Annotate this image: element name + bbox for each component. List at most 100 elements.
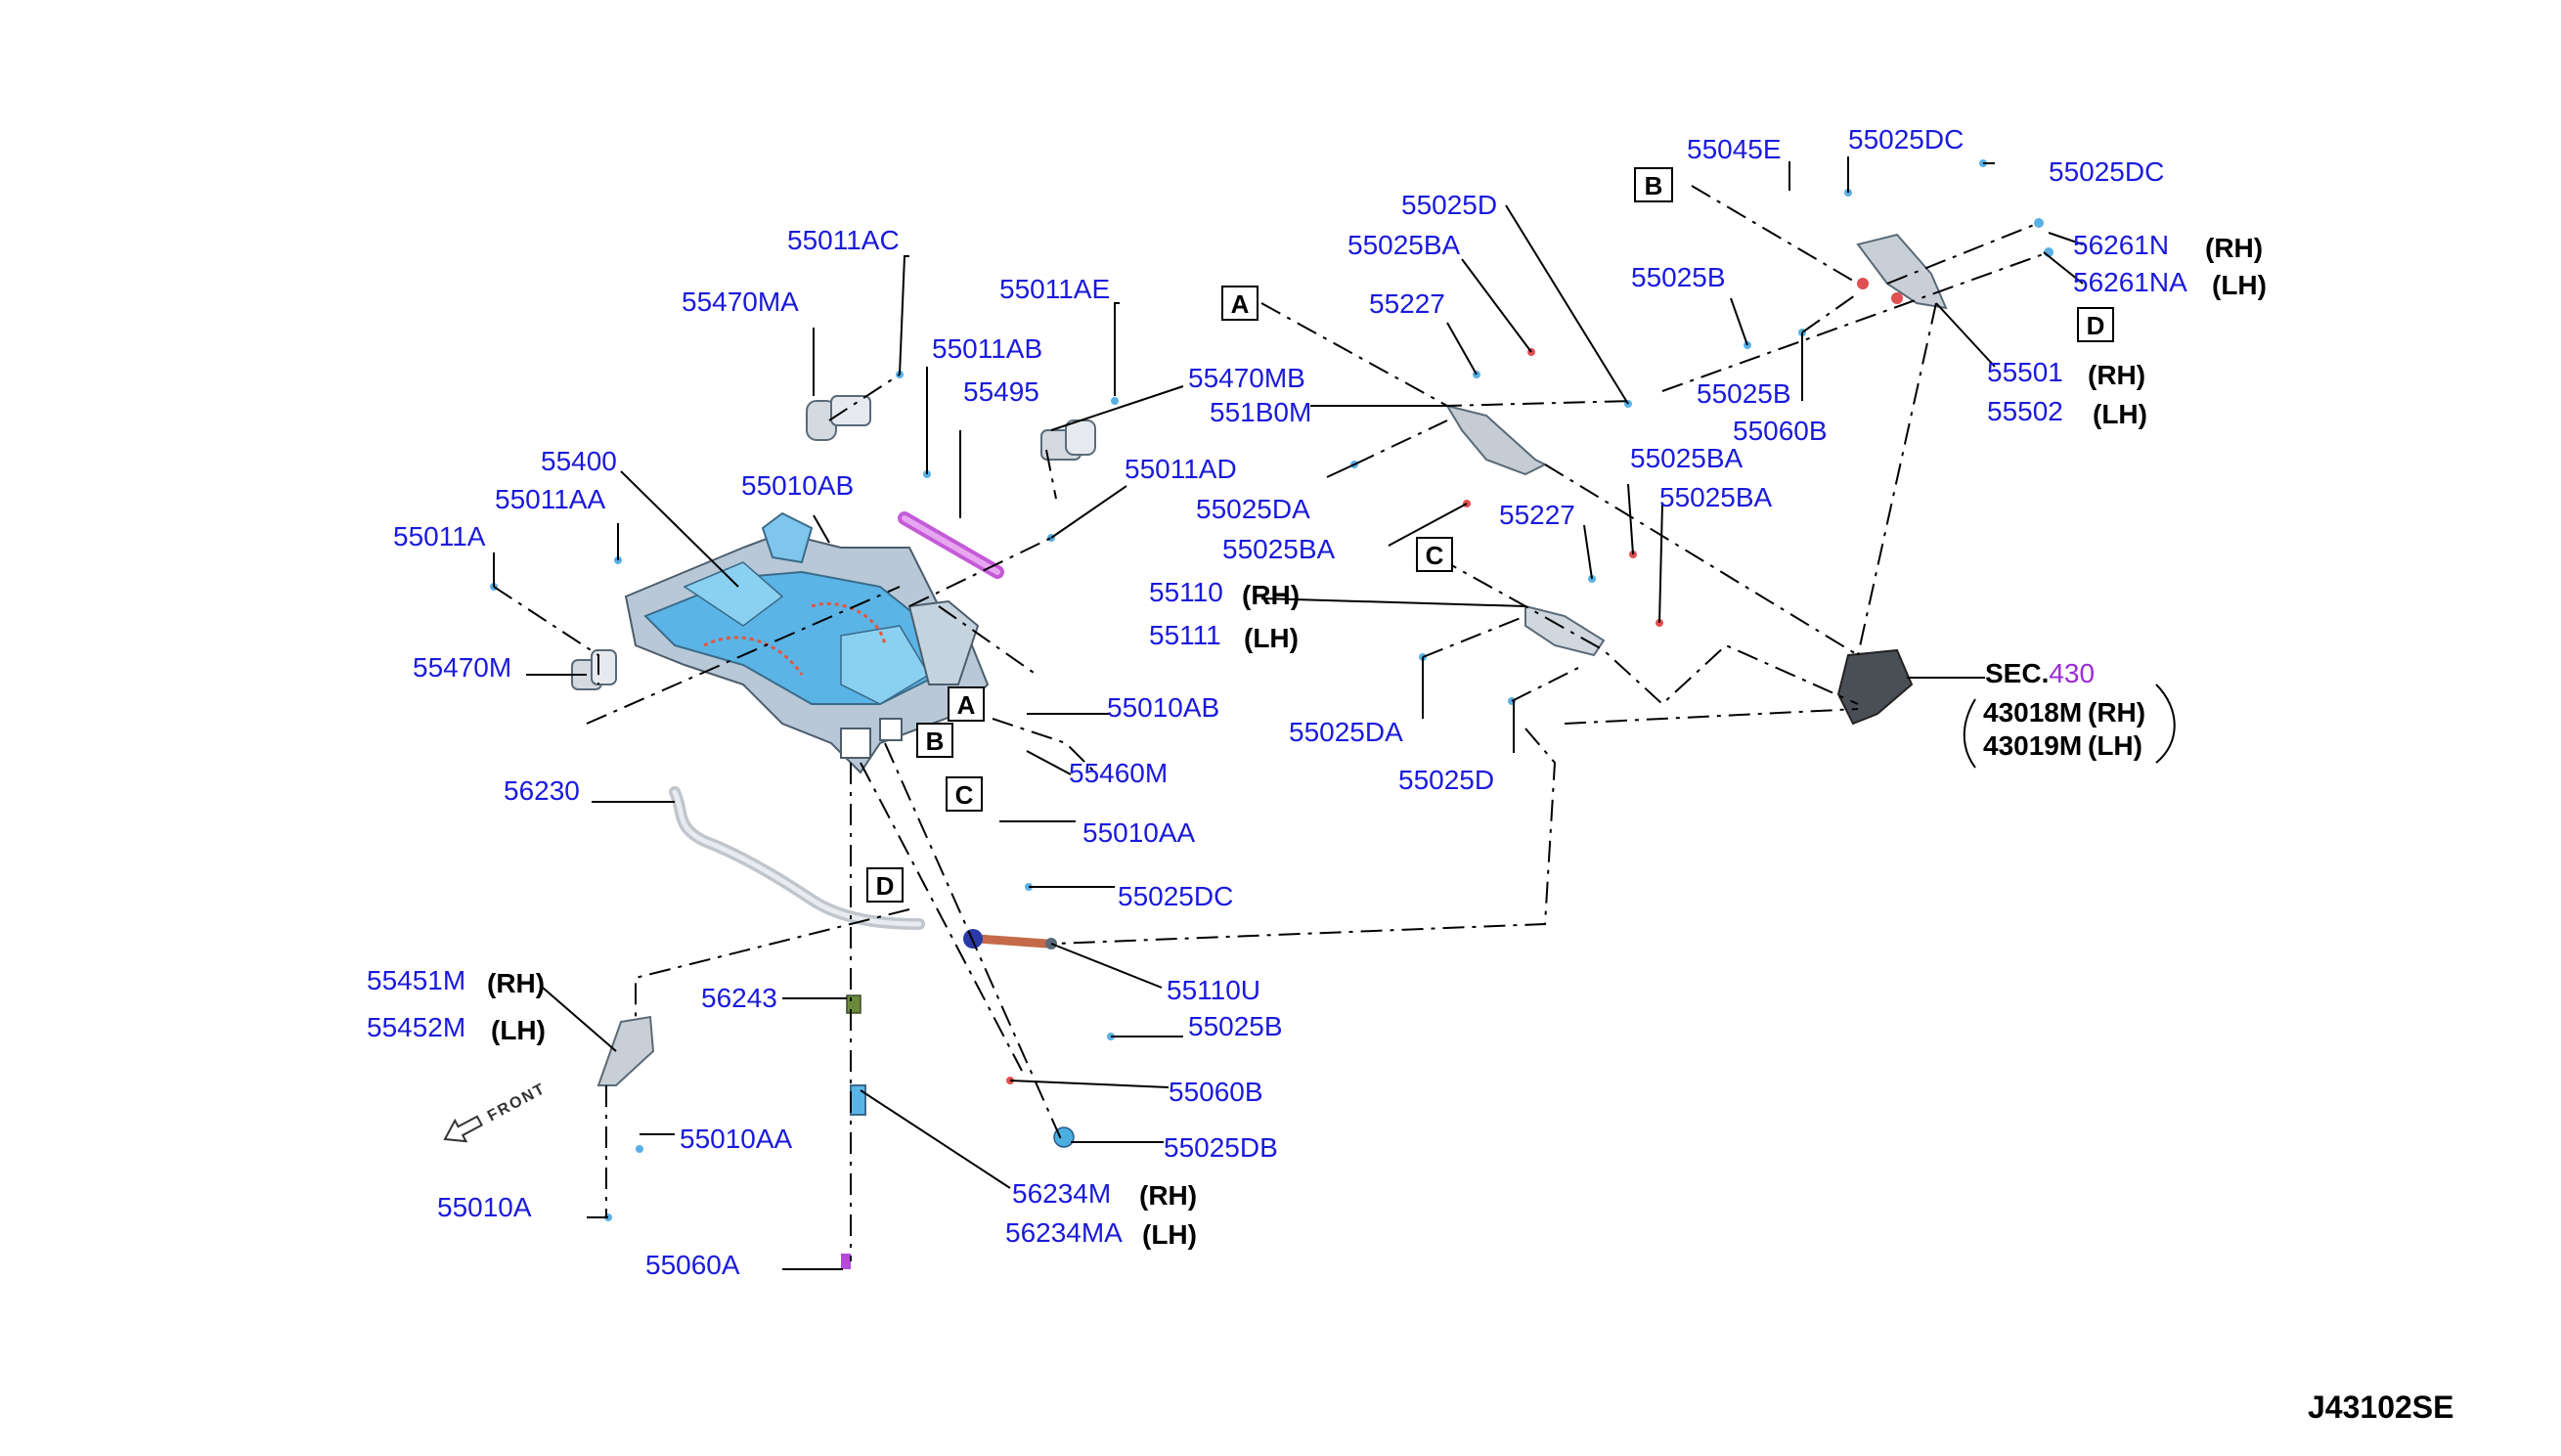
- ref-box-a-mid: A: [948, 686, 985, 722]
- fasteners: [490, 159, 2053, 1221]
- side-55111: (LH): [1244, 623, 1299, 653]
- ref-box-b-top: B: [1634, 167, 1673, 202]
- label-56234m: 56234M: [1012, 1178, 1111, 1209]
- label-55025d-low: 55025D: [1398, 765, 1494, 795]
- label-55011ad: 55011AD: [1125, 454, 1237, 484]
- front-arrow: FRONT: [443, 1081, 549, 1143]
- bolt-55025db: [1053, 1126, 1075, 1148]
- sec-side-43019m: (LH): [2088, 730, 2142, 761]
- front-arrow-icon: [443, 1115, 484, 1143]
- label-55011ae: 55011AE: [999, 274, 1110, 304]
- lower-arm-55110: [1524, 604, 1606, 657]
- label-55011aa: 55011AA: [495, 484, 605, 514]
- label-55111: 55111: [1149, 620, 1221, 650]
- assembly-lines: [493, 185, 2050, 1261]
- svg-text:B: B: [926, 727, 945, 756]
- label-55025dc-tr1: 55025DC: [1848, 124, 1964, 154]
- diagram-code: J43102SE: [2308, 1390, 2453, 1425]
- label-55227-mid: 55227: [1499, 500, 1575, 530]
- label-56234ma: 56234MA: [1005, 1217, 1123, 1248]
- label-55227-top: 55227: [1369, 288, 1445, 319]
- label-55060a: 55060A: [645, 1250, 740, 1280]
- arm-55501: [1856, 233, 1948, 310]
- label-55025dc-mid: 55025DC: [1118, 881, 1233, 911]
- sec-part-43018m: 43018M: [1983, 697, 2082, 728]
- label-55060b-mid: 55060B: [1169, 1077, 1263, 1107]
- label-55502: 55502: [1987, 396, 2063, 426]
- label-55025b-tr: 55025B: [1631, 262, 1726, 292]
- label-55501: 55501: [1987, 357, 2063, 387]
- side-55451m: (RH): [487, 968, 545, 998]
- side-56261n: (RH): [2205, 233, 2263, 263]
- label-55025da-top: 55025DA: [1196, 494, 1310, 524]
- label-55011ab: 55011AB: [932, 333, 1042, 364]
- link-55495: [898, 511, 1004, 579]
- side-55452m: (LH): [491, 1015, 546, 1045]
- ref-box-c-mid: C: [946, 776, 983, 812]
- side-56261na: (LH): [2212, 270, 2267, 300]
- front-label: FRONT: [485, 1081, 549, 1125]
- svg-text:A: A: [957, 690, 976, 720]
- label-55470ma: 55470MA: [682, 287, 799, 317]
- knuckle-sec430: [1836, 648, 1914, 726]
- label-55045e: 55045E: [1687, 134, 1782, 164]
- bracket-55451m: [596, 1015, 655, 1086]
- subframe-illustration: [624, 511, 990, 774]
- label-55025ba-r1: 55025BA: [1630, 443, 1744, 473]
- svg-text:B: B: [1645, 171, 1663, 200]
- bolt-55060a: [841, 1254, 851, 1269]
- bushing-55470m: [571, 649, 617, 690]
- label-55025dc-tr2: 55025DC: [2049, 156, 2164, 187]
- sec-side-43018m: (RH): [2088, 697, 2145, 728]
- label-55451m: 55451M: [367, 965, 465, 995]
- sec-label: SEC.430: [1985, 658, 2095, 688]
- side-55110: (RH): [1242, 580, 1300, 610]
- svg-text:C: C: [1426, 541, 1444, 570]
- ref-box-c-top: C: [1416, 537, 1453, 572]
- label-56261n: 56261N: [2073, 230, 2169, 260]
- bushing-55470mb: [1040, 419, 1096, 461]
- bushing-55470ma: [806, 395, 871, 441]
- label-55011ac: 55011AC: [787, 225, 900, 255]
- label-55025ba-mid: 55025BA: [1222, 534, 1336, 564]
- label-56230: 56230: [504, 775, 580, 806]
- sec-part-43019m: 43019M: [1983, 730, 2082, 761]
- ref-box-a-top: A: [1221, 286, 1258, 321]
- label-55010aa-low: 55010AA: [680, 1124, 793, 1154]
- ref-box-b-mid: B: [916, 723, 953, 758]
- sec-430-callout: SEC.430 43018M (RH) 43019M (LH): [1963, 658, 2176, 769]
- label-55110u: 55110U: [1167, 975, 1260, 1005]
- label-55025da-low: 55025DA: [1289, 717, 1403, 747]
- leader-lines: [493, 156, 2084, 1270]
- side-55502: (LH): [2093, 399, 2147, 429]
- ref-box-d-top: D: [2077, 307, 2114, 342]
- label-55011a: 55011A: [393, 521, 486, 552]
- label-55025b-mid: 55025B: [1188, 1011, 1283, 1041]
- svg-text:D: D: [876, 871, 895, 901]
- label-55110: 55110: [1149, 577, 1223, 607]
- svg-text:A: A: [1231, 289, 1250, 319]
- stabilizer-56230: [669, 786, 925, 930]
- label-55470m: 55470M: [413, 652, 511, 683]
- label-55025db: 55025DB: [1164, 1132, 1278, 1163]
- side-56234ma: (LH): [1142, 1219, 1197, 1250]
- label-55010aa-mid: 55010AA: [1082, 817, 1196, 848]
- label-55495: 55495: [963, 376, 1039, 407]
- label-55010ab-mid: 55010AB: [1107, 692, 1219, 723]
- upper-arm-551b0m: [1444, 404, 1548, 476]
- label-55470mb: 55470MB: [1188, 363, 1305, 393]
- label-55025d-top: 55025D: [1401, 190, 1497, 220]
- part-labels: 55011AC 55470MA 55011AE 55011AB 55495 55…: [367, 124, 2267, 1280]
- label-55060b-tr: 55060B: [1733, 416, 1828, 446]
- svg-text:D: D: [2087, 311, 2105, 340]
- label-55025ba-r2: 55025BA: [1659, 482, 1773, 512]
- svg-text:C: C: [955, 780, 974, 810]
- label-55025b-tr2: 55025B: [1697, 378, 1791, 409]
- label-551b0m: 551B0M: [1210, 397, 1311, 427]
- label-55400: 55400: [541, 446, 617, 476]
- link-56234m: [846, 994, 866, 1116]
- label-55025ba-top: 55025BA: [1347, 230, 1461, 260]
- side-55501: (RH): [2088, 360, 2145, 390]
